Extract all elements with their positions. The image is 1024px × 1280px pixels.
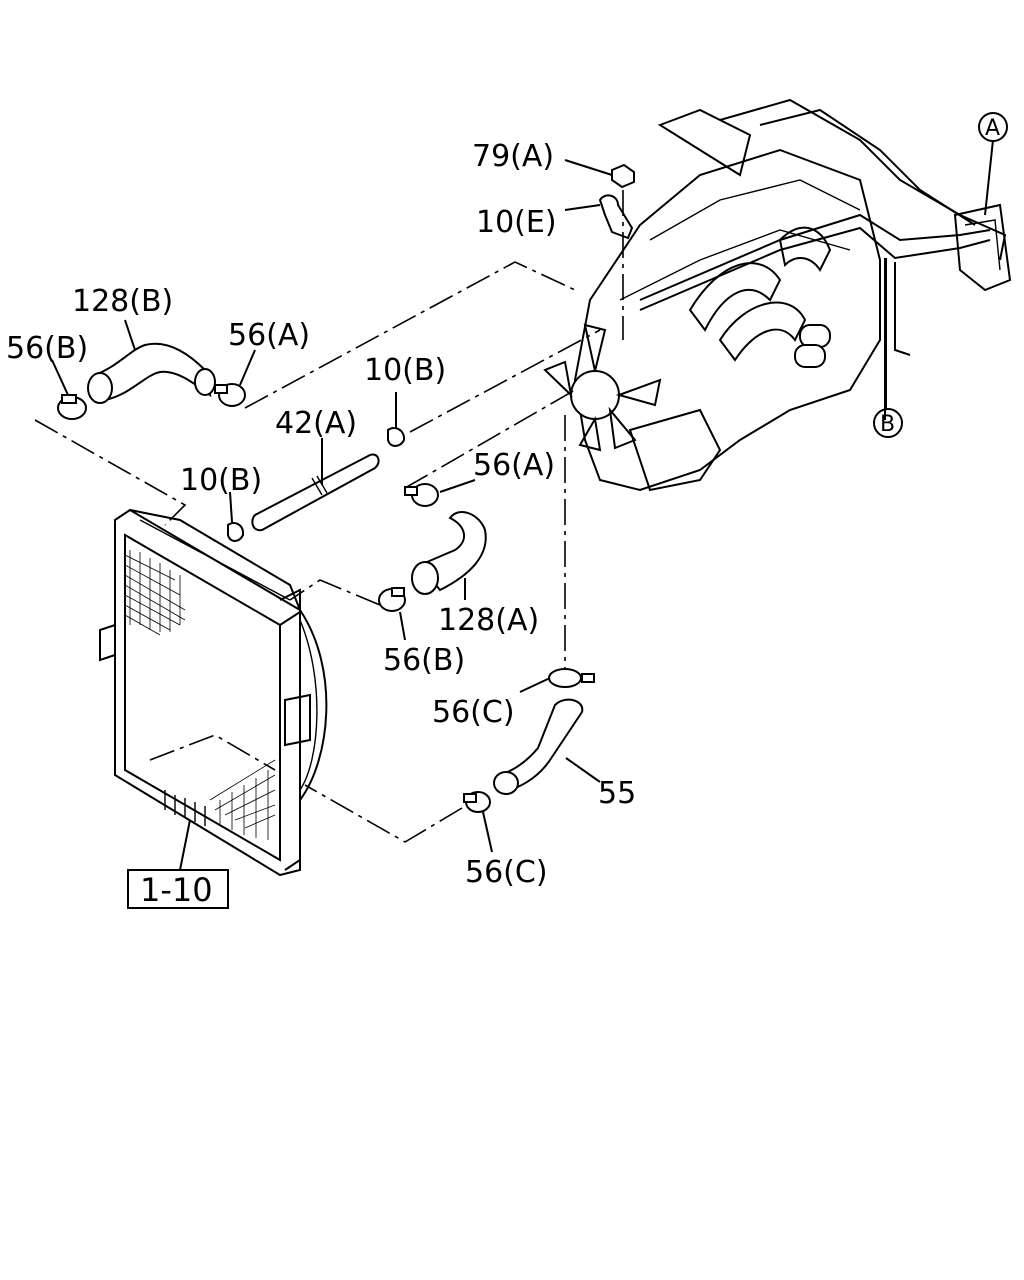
label-56b-mid: 56(B) xyxy=(383,643,465,678)
clamp-56c-upper xyxy=(548,668,595,688)
radiator-assembly xyxy=(99,508,328,877)
label-55: 55 xyxy=(598,776,636,811)
clamp-56a-mid xyxy=(404,483,439,507)
clip-10b-lower xyxy=(227,522,245,542)
label-56c-upper: 56(C) xyxy=(432,695,515,730)
clamp-56b-mid xyxy=(378,587,406,612)
clamp-56b-top xyxy=(57,394,87,420)
pipe-42a xyxy=(251,453,380,532)
label-1-10-box xyxy=(127,869,229,909)
hose-128b xyxy=(93,342,212,402)
label-56a-mid: 56(A) xyxy=(473,448,555,483)
clamp-56a-top xyxy=(214,383,246,407)
part-labels: 79(A) 10(E) 128(B) 56(B) 56(A) 10(B) 42(… xyxy=(6,112,1008,909)
ref-b-circle xyxy=(873,408,903,438)
label-10b-lower: 10(B) xyxy=(180,463,262,498)
label-79a: 79(A) xyxy=(472,139,554,174)
ref-b-label: B xyxy=(880,412,895,437)
hose-55 xyxy=(498,698,584,792)
label-56c-lower: 56(C) xyxy=(465,855,548,890)
label-128b: 128(B) xyxy=(72,284,173,319)
label-128a: 128(A) xyxy=(438,603,539,638)
engine-assembly xyxy=(543,98,1012,492)
nut-79a xyxy=(611,163,635,189)
label-56a-top: 56(A) xyxy=(228,318,310,353)
label-56b-top: 56(B) xyxy=(6,331,88,366)
connection-lines xyxy=(34,190,624,843)
label-1-10: 1-10 xyxy=(140,871,213,909)
bracket-10e xyxy=(598,194,634,240)
ref-a-circle xyxy=(978,112,1008,142)
core-mesh-lower xyxy=(209,759,276,840)
hose-128b-end xyxy=(87,372,113,404)
core-mesh-upper xyxy=(124,550,186,636)
clip-10b-upper xyxy=(387,427,406,447)
label-10b-upper: 10(B) xyxy=(364,353,446,388)
ref-a-label: A xyxy=(985,116,1000,141)
label-42a: 42(A) xyxy=(275,406,357,441)
clamp-56c-lower xyxy=(463,791,491,813)
label-10e: 10(E) xyxy=(476,205,557,240)
leader-lines xyxy=(51,139,994,871)
cooling-fan xyxy=(543,323,662,452)
